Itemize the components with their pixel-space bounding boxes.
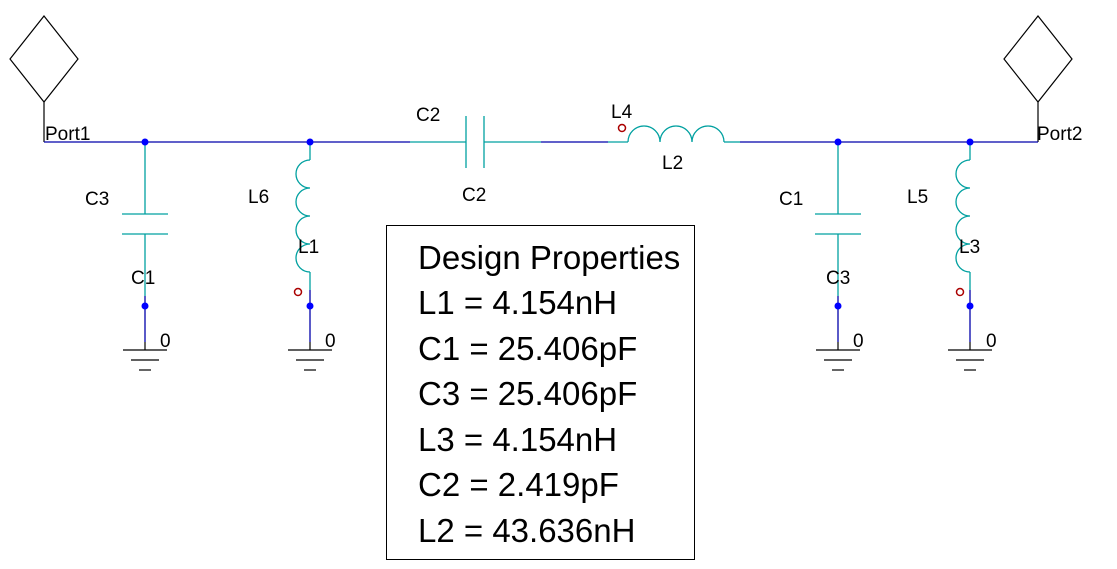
label-l2: L2: [662, 153, 683, 174]
node-ground-3: [834, 302, 842, 310]
design-properties-list: L1 = 4.154nH C1 = 25.406pF C3 = 25.406pF…: [418, 280, 637, 553]
node-junction-1: [141, 138, 149, 146]
ground-symbol-3: [816, 342, 860, 371]
label-l6: L6: [248, 187, 269, 208]
label-c2-top: C2: [416, 105, 440, 126]
label-l5: L5: [907, 187, 928, 208]
inductor-l6-shunt-left[interactable]: [295, 142, 311, 290]
design-property-item: C1 = 25.406pF: [418, 329, 638, 367]
node-junction-2: [306, 138, 314, 146]
label-l3: L3: [959, 237, 980, 258]
design-property-item: C2 = 2.419pF: [418, 466, 619, 503]
port2-label: Port2: [1037, 124, 1082, 145]
node-junction-4: [966, 138, 974, 146]
l3-marker: [955, 287, 965, 297]
node-ground-4: [966, 302, 974, 310]
ground-label-4: 0: [986, 331, 997, 352]
design-property-item: L1 = 4.154nH: [418, 284, 618, 321]
node-junction-3: [834, 138, 842, 146]
capacitor-c2-series[interactable]: [410, 116, 541, 168]
label-c1-left: C1: [131, 268, 155, 289]
inductor-l2-series[interactable]: [608, 125, 740, 143]
label-l1: L1: [298, 237, 319, 258]
ground-symbol-2: [288, 342, 332, 371]
design-property-item: C3 = 25.406pF: [418, 375, 638, 412]
ground-label-3: 0: [853, 331, 864, 352]
node-ground-1: [141, 302, 149, 310]
port1-symbol[interactable]: [9, 15, 79, 142]
label-c1-right: C1: [779, 189, 803, 210]
nodes: [141, 138, 974, 310]
label-c2-bottom: C2: [462, 185, 486, 206]
port2-symbol[interactable]: [1003, 15, 1073, 142]
ground-label-1: 0: [160, 331, 171, 352]
ground-symbol-1: [123, 342, 167, 371]
ground-label-2: 0: [325, 331, 336, 352]
port1-label: Port1: [45, 124, 90, 145]
l1-marker: [293, 287, 303, 297]
ground-symbol-4: [948, 342, 992, 371]
capacitor-c3-shunt-left[interactable]: [122, 145, 168, 296]
design-properties-box: Design Properties L1 = 4.154nH C1 = 25.4…: [386, 225, 695, 560]
label-c3-right: C3: [826, 268, 850, 289]
label-l4: L4: [611, 102, 633, 123]
label-c3-left: C3: [85, 189, 109, 210]
inductor-l5-shunt-right[interactable]: [955, 142, 971, 290]
capacitor-c1-shunt-right[interactable]: [815, 142, 861, 296]
design-property-item: L2 = 43.636nH: [418, 511, 636, 549]
l4-marker: [617, 123, 627, 133]
design-properties-title: Design Properties: [418, 239, 681, 276]
design-property-item: L3 = 4.154nH: [418, 420, 618, 458]
node-ground-2: [306, 302, 314, 310]
